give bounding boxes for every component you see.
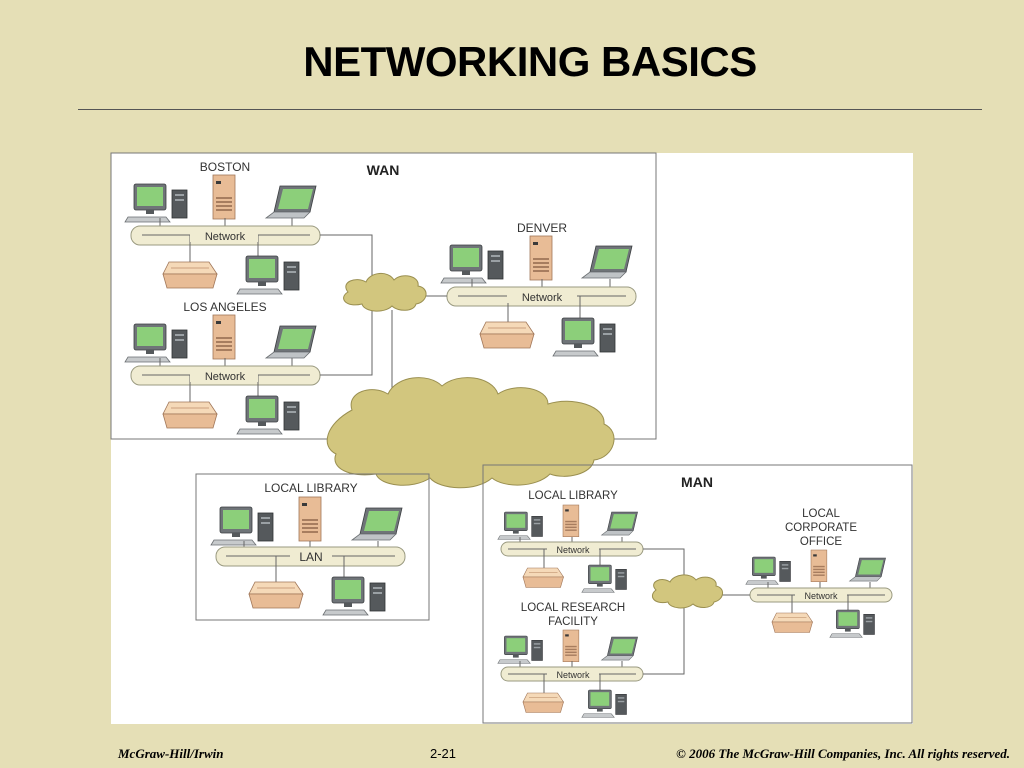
server-tower-icon	[810, 549, 828, 583]
desktop-computer-icon	[581, 564, 627, 593]
printer-icon	[162, 401, 218, 429]
desktop-computer-icon	[497, 635, 543, 664]
site-label-research-line1: LOCAL RESEARCH	[521, 602, 625, 614]
footer-copyright: © 2006 The McGraw-Hill Companies, Inc. A…	[676, 746, 1010, 761]
site-label-corporate-line1: LOCAL	[802, 508, 840, 520]
site-label-man-library: LOCAL LIBRARY	[528, 490, 618, 502]
desktop-computer-icon	[829, 609, 875, 638]
server-tower-icon	[212, 314, 236, 360]
laptop-icon	[581, 245, 633, 279]
network-label-denver: Network	[522, 292, 563, 304]
desktop-computer-icon	[745, 556, 791, 585]
desktop-computer-icon	[552, 317, 616, 357]
desktop-computer-icon	[124, 323, 188, 363]
laptop-icon	[601, 511, 638, 536]
slide-title: NETWORKING BASICS	[303, 38, 757, 85]
desktop-computer-icon	[236, 255, 300, 295]
network-label-man-library: Network	[556, 545, 590, 555]
network-label-lan: LAN	[299, 550, 322, 564]
wan-label: WAN	[367, 162, 400, 178]
cloud-icon	[343, 273, 427, 312]
site-label-boston: BOSTON	[200, 160, 250, 174]
desktop-computer-icon	[440, 244, 504, 284]
network-label-corporate: Network	[804, 591, 838, 601]
wan-links	[320, 234, 447, 400]
printer-icon	[522, 567, 564, 588]
laptop-icon	[265, 185, 317, 219]
printer-icon	[162, 261, 218, 289]
desktop-computer-icon	[124, 183, 188, 223]
server-tower-icon	[562, 629, 580, 663]
title-divider	[78, 109, 982, 110]
network-label-los-angeles: Network	[205, 371, 246, 383]
desktop-computer-icon	[581, 689, 627, 718]
desktop-computer-icon	[210, 506, 274, 546]
server-tower-icon	[298, 496, 322, 542]
server-tower-icon	[212, 174, 236, 220]
site-label-research-line2: FACILITY	[548, 616, 598, 628]
site-label-corporate-line3: OFFICE	[800, 536, 842, 548]
lan-boundary	[195, 473, 430, 621]
printer-icon	[479, 321, 535, 349]
footer-slide-number: 2-21	[430, 746, 457, 761]
server-tower-icon	[562, 504, 580, 538]
server-tower-icon	[529, 235, 553, 281]
site-label-denver: DENVER	[517, 221, 567, 235]
network-label-research: Network	[556, 670, 590, 680]
desktop-computer-icon	[497, 511, 543, 540]
network-label-boston: Network	[205, 231, 246, 243]
laptop-icon	[351, 507, 403, 541]
site-label-los-angeles: LOS ANGELES	[183, 300, 266, 314]
desktop-computer-icon	[322, 576, 386, 616]
site-label-lan-library: LOCAL LIBRARY	[264, 481, 357, 495]
site-label-corporate-line2: CORPORATE	[785, 522, 857, 534]
laptop-icon	[601, 636, 638, 661]
printer-icon	[522, 692, 564, 713]
man-links	[643, 548, 750, 675]
printer-icon	[771, 612, 813, 633]
laptop-icon	[265, 325, 317, 359]
man-label: MAN	[681, 474, 713, 490]
printer-icon	[248, 581, 304, 609]
desktop-computer-icon	[236, 395, 300, 435]
cloud-icon	[652, 574, 723, 609]
cloud-icon	[326, 377, 615, 489]
footer-publisher: McGraw-Hill/Irwin	[118, 746, 224, 761]
man-boundary	[482, 464, 913, 724]
laptop-icon	[849, 557, 886, 582]
